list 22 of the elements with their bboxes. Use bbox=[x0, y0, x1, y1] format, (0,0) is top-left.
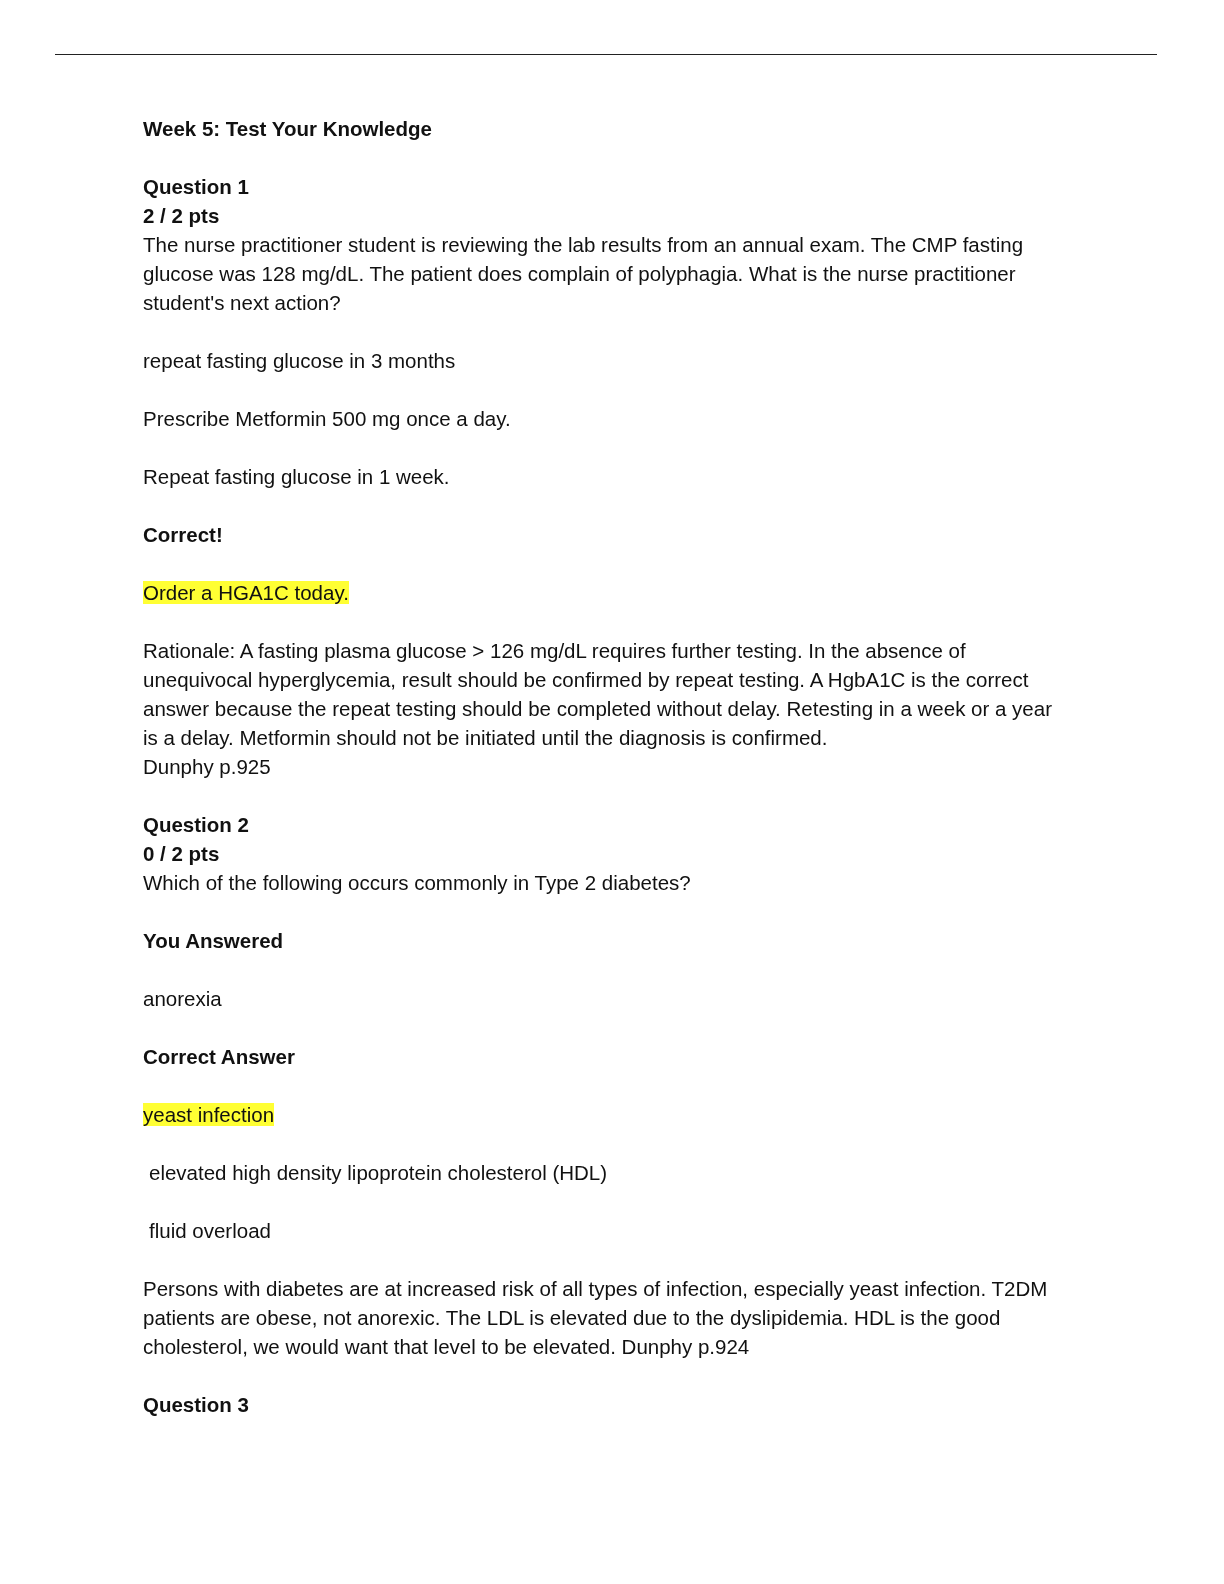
question-text: The nurse practitioner student is reviewing the lab results from an annual exam. The CMP fasting glucose was 128 mg/dL. The patient does complain of polyphagia. What is the nurse practitioner student's next action? bbox=[143, 232, 1025, 316]
feedback-label: You Answered bbox=[143, 928, 285, 954]
answer-option: Prescribe Metformin 500 mg once a day. bbox=[143, 404, 1058, 433]
feedback-label: Correct! bbox=[143, 522, 224, 548]
answer-option: anorexia bbox=[143, 984, 1058, 1013]
rationale-text: Rationale: A fasting plasma glucose > 126 mg/dL requires further testing. In the absence of unequivocal hyperglycemia, result should be confirmed by repeat testing. A HgbA1C is the correct answer because the repeat testing should be completed without delay. Retesting in a week or a year is a delay. Metformin should not be initiated until the diagnosis is confirmed. bbox=[143, 638, 1053, 751]
answer-option: fluid overload bbox=[143, 1216, 1058, 1245]
points-text: 2 / 2 pts bbox=[143, 203, 221, 229]
feedback-label: Correct Answer bbox=[143, 1044, 296, 1070]
correct-answer: Order a HGA1C today. bbox=[143, 581, 349, 604]
answer-option: repeat fasting glucose in 3 months bbox=[143, 346, 1058, 375]
question-heading: Question 3 bbox=[143, 1392, 250, 1418]
answer-option: Repeat fasting glucose in 1 week. bbox=[143, 462, 1058, 491]
correct-answer: yeast infection bbox=[143, 1103, 275, 1126]
points-text: 0 / 2 pts bbox=[143, 841, 221, 867]
answer-option: elevated high density lipoprotein cholesterol (HDL) bbox=[143, 1158, 1058, 1187]
page-title: Week 5: Test Your Knowledge bbox=[143, 116, 433, 142]
question-heading: Question 1 bbox=[143, 174, 250, 200]
question-heading: Question 2 bbox=[143, 812, 250, 838]
question-text: Which of the following occurs commonly in Type 2 diabetes? bbox=[143, 870, 692, 896]
reference-text: Dunphy p.925 bbox=[143, 754, 272, 780]
rationale-text: Persons with diabetes are at increased risk of all types of infection, especially yeast infection. T2DM patients are obese, not anorexic. The LDL is elevated due to the dyslipidemia. HDL is the good cholesterol, we would want that level to be elevated. Dunphy p.924 bbox=[143, 1276, 1049, 1360]
